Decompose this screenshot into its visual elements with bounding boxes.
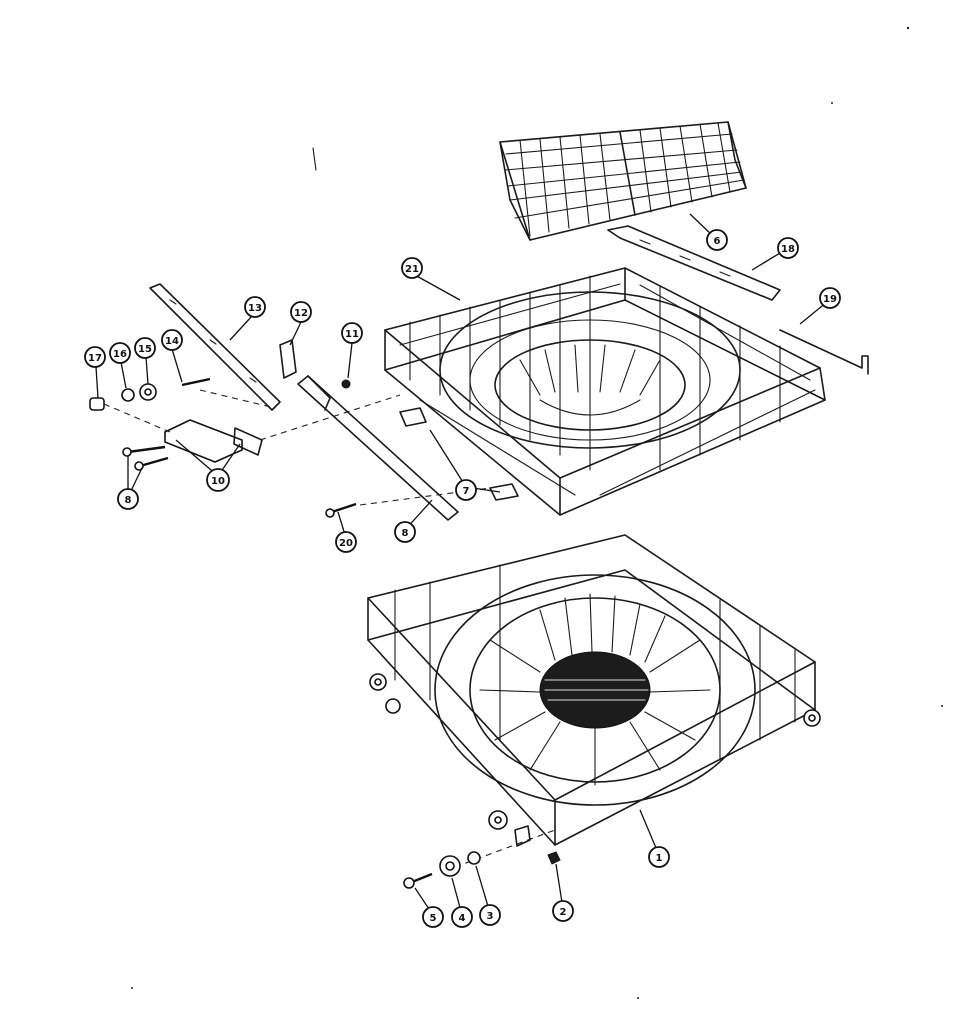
callout-20: 20	[335, 531, 357, 553]
clip-12	[279, 339, 297, 379]
callout-2: 2	[552, 900, 574, 922]
callout-16: 16	[109, 342, 131, 364]
silverware-basket	[499, 121, 747, 241]
lower-rack	[367, 534, 816, 846]
callout-17: 17	[84, 346, 106, 368]
svg-text:17: 17	[88, 353, 102, 364]
rack-clips-7	[399, 407, 519, 501]
callout-8-screws: 8	[117, 488, 139, 510]
svg-text:21: 21	[405, 264, 419, 275]
svg-text:6: 6	[714, 236, 721, 247]
callout-10: 10	[206, 468, 230, 492]
nut-11	[341, 379, 351, 389]
callout-3: 3	[479, 904, 501, 926]
lower-rack-wheels	[369, 673, 821, 830]
leader-lines	[95, 213, 828, 916]
screw-20	[325, 502, 357, 518]
svg-text:12: 12	[294, 308, 308, 319]
callout-18: 18	[777, 237, 799, 259]
callout-15: 15	[134, 337, 156, 359]
callout-14: 14	[161, 329, 183, 351]
alignment-lines	[103, 389, 556, 868]
svg-text:18: 18	[781, 244, 795, 255]
svg-text:11: 11	[345, 329, 359, 340]
roller-assembly-14-18	[89, 377, 211, 411]
wheel-parts-2-5	[403, 825, 561, 889]
svg-text:19: 19	[823, 294, 837, 305]
svg-text:1: 1	[656, 853, 663, 864]
callout-11: 11	[341, 322, 363, 344]
svg-text:5: 5	[430, 913, 437, 924]
callout-7: 7	[455, 479, 477, 501]
callout-6: 6	[706, 229, 728, 251]
screws-9	[122, 445, 169, 471]
svg-text:3: 3	[487, 911, 494, 922]
scan-marks	[131, 26, 943, 999]
callout-4: 4	[451, 906, 473, 928]
callout-12: 12	[290, 301, 312, 323]
svg-text:4: 4	[459, 913, 466, 924]
callout-5: 5	[422, 906, 444, 928]
rail-13	[149, 283, 281, 411]
svg-text:10: 10	[211, 476, 225, 487]
upper-rack	[384, 267, 826, 516]
svg-text:8: 8	[402, 528, 409, 539]
callout-8-rail: 8	[394, 521, 416, 543]
callout-1: 1	[648, 846, 670, 868]
svg-text:15: 15	[138, 344, 152, 355]
callout-19: 19	[819, 287, 841, 309]
svg-text:13: 13	[248, 303, 262, 314]
callout-13: 13	[244, 296, 266, 318]
svg-text:14: 14	[165, 336, 179, 347]
rail-8	[297, 375, 459, 521]
svg-text:7: 7	[463, 486, 470, 497]
svg-text:16: 16	[113, 349, 127, 360]
rack-bracket-18	[607, 225, 781, 301]
bracket-10	[164, 419, 263, 463]
rack-rail-19	[779, 329, 869, 375]
svg-text:20: 20	[339, 538, 353, 549]
callout-21: 21	[401, 257, 423, 279]
svg-text:8: 8	[125, 495, 132, 506]
svg-text:2: 2	[560, 907, 567, 918]
